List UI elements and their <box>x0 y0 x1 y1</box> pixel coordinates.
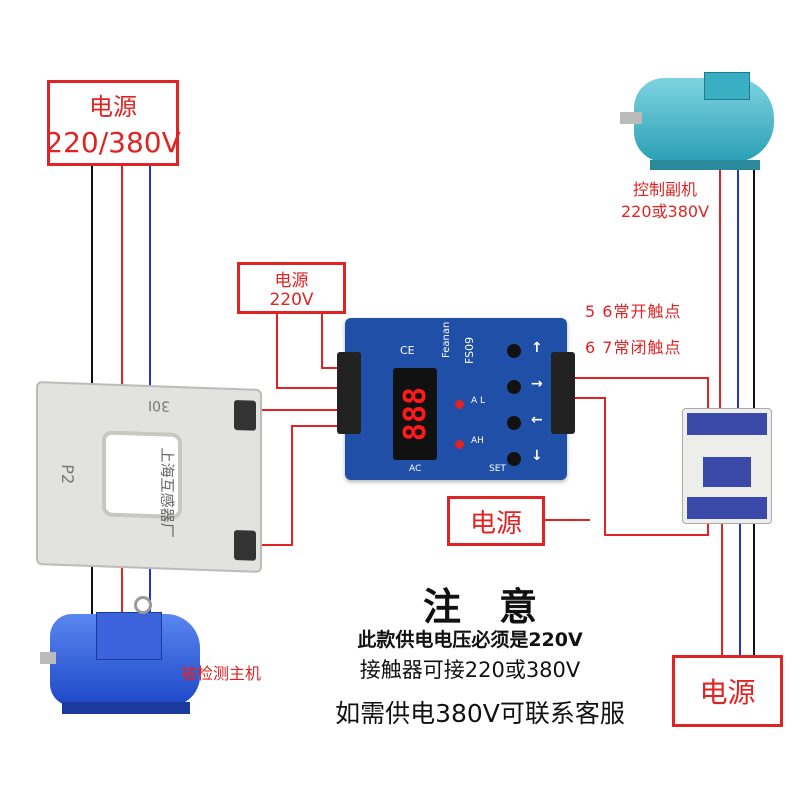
ct-brand-text: 上海互感器厂 <box>158 447 176 538</box>
al-led <box>455 400 464 409</box>
main-motor-terminal-box <box>96 612 162 660</box>
al-label: A L <box>471 396 486 406</box>
main-motor-label: 被检测主机 <box>181 664 262 683</box>
contactor-window <box>703 457 751 487</box>
right-button[interactable] <box>507 380 521 394</box>
notice-title: 注 意 <box>422 584 537 629</box>
contact-no-label: 5 6常开触点 <box>585 302 682 321</box>
contactor-top-terminals <box>687 413 767 435</box>
left-button[interactable] <box>507 416 521 430</box>
down-arrow-icon: ↓ <box>531 448 543 464</box>
relay-power-voltage: 220V <box>269 290 314 310</box>
wire-out-2 <box>568 397 709 536</box>
aux-motor-name: 控制副机 <box>632 180 697 199</box>
main-motor <box>40 592 200 722</box>
bottom-power-label: 电源 <box>699 676 756 709</box>
main-motor-shaft <box>40 652 56 664</box>
aux-motor-base <box>650 160 760 170</box>
relay-terminal-block-left <box>337 352 361 434</box>
ah-led <box>455 440 464 449</box>
set-button[interactable] <box>507 452 521 466</box>
brand-label: Feanan <box>441 321 452 358</box>
notice-line-2: 接触器可接220或380V <box>359 658 581 682</box>
wire-relay-power-1 <box>276 312 345 389</box>
relay-device: CE Feanan FS09 888 A L AH AC SET ↑ → ← ↓ <box>337 318 575 480</box>
ah-label: AH <box>471 436 484 446</box>
ct-p2-label: P2 <box>58 463 78 485</box>
set-label: SET <box>489 464 506 474</box>
up-button[interactable] <box>507 344 521 358</box>
contactor-bottom-terminals <box>687 497 767 519</box>
right-arrow-icon: → <box>531 376 543 392</box>
main-power-title: 电源 <box>89 92 137 121</box>
main-power-voltage: 220/380V <box>45 125 181 159</box>
ct-terminal-s1 <box>234 399 256 431</box>
model-label: FS09 <box>463 336 476 364</box>
left-arrow-icon: ← <box>531 412 543 428</box>
main-motor-eyebolt <box>134 596 152 614</box>
main-motor-base <box>62 702 190 714</box>
ct-rating-text: 30I <box>148 396 170 414</box>
relay-power-box: 电源 220V <box>237 262 346 314</box>
relay-power-title: 电源 <box>274 270 309 291</box>
bottom-power-box: 电源 <box>672 655 783 727</box>
contactor-power-label: 电源 <box>469 508 522 539</box>
relay-terminal-block-right <box>551 352 575 434</box>
led-display: 888 <box>393 368 437 460</box>
up-arrow-icon: ↑ <box>531 340 543 356</box>
contactor-power-box: 电源 <box>447 496 545 546</box>
notice-line-3: 如需供电380V可联系客服 <box>335 699 625 728</box>
current-transformer: P2 上海互感器厂 30I <box>36 381 262 573</box>
contact-nc-label: 6 7常闭触点 <box>585 338 682 357</box>
aux-motor-shaft <box>620 112 642 124</box>
notice-line-1: 此款供电电压必须是220V <box>357 628 583 651</box>
ce-mark: CE <box>400 344 415 357</box>
main-power-box: 电源 220/380V <box>45 80 181 166</box>
contactor <box>682 408 772 524</box>
aux-motor <box>620 72 780 172</box>
ac-label: AC <box>409 464 422 474</box>
aux-motor-voltage: 220或380V <box>620 202 710 221</box>
ct-terminal-s2 <box>234 529 256 561</box>
wire-ct-2 <box>262 425 345 546</box>
led-digits: 888 <box>397 386 433 442</box>
aux-motor-terminal-box <box>704 72 750 100</box>
